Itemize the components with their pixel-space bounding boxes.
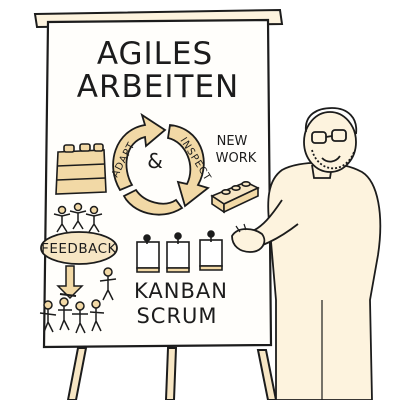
title-line-1: AGILES [97,36,213,72]
new-work-line-1: NEW [217,134,248,149]
title-line-2: ARBEITEN [77,69,239,105]
feedback-bubble [40,231,118,265]
lego-brick-stack-icon [55,143,107,195]
feedback-arrow-icon [56,265,84,300]
task-cards-icon [136,230,223,273]
new-work-line-2: WORK [216,151,257,166]
easel-legs [66,299,278,400]
scrum-label: SCRUM [136,304,217,328]
single-lego-brick-icon [210,181,260,214]
team-group-icon [39,293,105,334]
single-person-icon [99,267,117,301]
people-group-icon [53,202,103,233]
cycle-center-ampersand: & [147,149,163,173]
feedback-label: FEEDBACK [41,241,117,257]
kanban-label: KANBAN [134,279,228,303]
cycle-arrows-icon [112,112,210,216]
presenter-figure [231,107,382,400]
